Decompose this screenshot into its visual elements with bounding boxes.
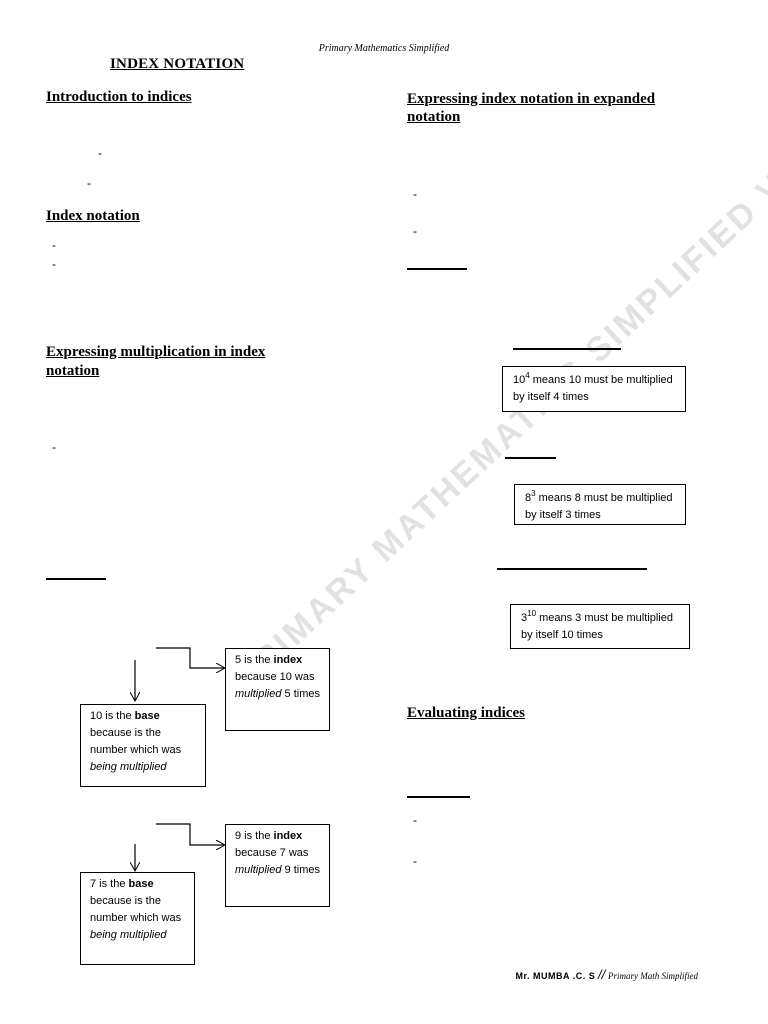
footer-author: Mr. MUMBA .C. S xyxy=(515,971,596,981)
box-base-10: 10 is the base because is the number whi… xyxy=(80,704,206,787)
blank-dash: - xyxy=(98,146,102,160)
heading-evaluating-indices: Evaluating indices xyxy=(407,705,525,721)
blank-underline xyxy=(46,578,106,580)
blank-underline xyxy=(407,796,470,798)
arrow-to-index-9 xyxy=(156,823,224,845)
blank-dash: - xyxy=(87,176,91,190)
heading-expanded-line1: Expressing index notation in expanded xyxy=(407,91,656,107)
box-index-5: 5 is the index because 10 was multiplied… xyxy=(225,648,330,731)
running-header: Primary Mathematics Simplified xyxy=(318,43,450,54)
bullet-dash: - xyxy=(413,854,417,868)
bullet-dash: - xyxy=(413,813,417,827)
bullet-dash: - xyxy=(52,440,56,454)
footer-subtitle: Primary Math Simplified xyxy=(608,971,698,981)
footer: Mr. MUMBA .C. S // Primary Math Simplifi… xyxy=(516,967,698,982)
document-title: INDEX NOTATION xyxy=(110,56,245,72)
blank-underline xyxy=(513,348,621,350)
bullet-dash: - xyxy=(413,224,417,238)
box-index-9: 9 is the index because 7 was multiplied … xyxy=(225,824,330,907)
bullet-dash: - xyxy=(413,187,417,201)
blank-underline xyxy=(407,268,467,270)
box-base-7: 7 is the base because is the number whic… xyxy=(80,872,195,965)
blank-underline xyxy=(497,568,647,570)
footer-separator: // xyxy=(597,967,606,982)
heading-multiplication-line1: Expressing multiplication in index xyxy=(46,344,266,360)
blank-underline xyxy=(505,457,556,459)
heading-index-notation: Index notation xyxy=(46,208,140,224)
arrow-to-index-5 xyxy=(156,647,224,668)
heading-multiplication-line2: notation xyxy=(46,363,100,379)
bullet-dash: - xyxy=(52,257,56,271)
heading-introduction: Introduction to indices xyxy=(46,89,192,105)
box-expanded-10-4: 104 means 10 must be multiplied by itsel… xyxy=(502,366,686,412)
bullet-dash: - xyxy=(52,238,56,252)
box-expanded-3-10: 310 means 3 must be multiplied by itself… xyxy=(510,604,690,649)
box-expanded-8-3: 83 means 8 must be multiplied by itself … xyxy=(514,484,686,525)
heading-expanded-line2: notation xyxy=(407,109,461,125)
